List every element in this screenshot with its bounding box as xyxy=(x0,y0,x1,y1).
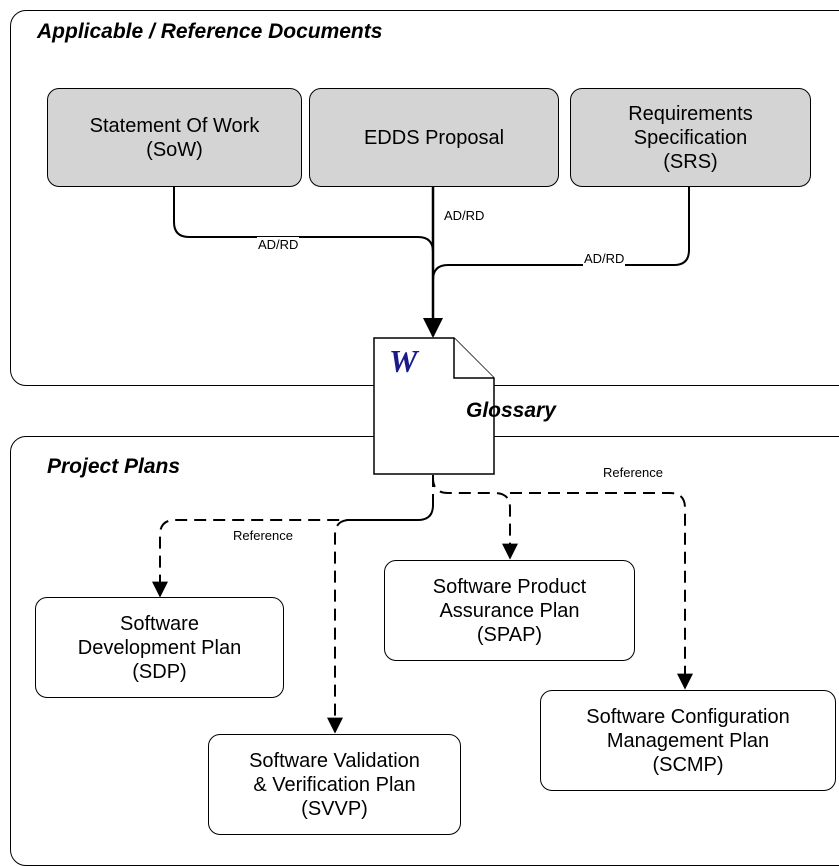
statement-of-work-box[interactable]: Statement Of Work (SoW) xyxy=(47,88,302,187)
edge-ref-spap xyxy=(432,475,518,560)
project-plans-title: Project Plans xyxy=(47,455,181,478)
glossary-label: Glossary xyxy=(466,399,556,422)
edge-srs-glossary xyxy=(432,187,690,281)
edge-label-reference-left: Reference xyxy=(233,528,293,543)
edds-proposal-box[interactable]: EDDS Proposal xyxy=(309,88,559,187)
edge-ref-scmp xyxy=(510,492,693,690)
scmp-box[interactable]: Software Configuration Management Plan (… xyxy=(540,690,836,791)
spap-line-1: Software Product xyxy=(432,575,587,598)
scmp-line-1: Software Configuration xyxy=(586,705,790,728)
spap-line-3: (SPAP) xyxy=(476,623,543,646)
spap-box[interactable]: Software Product Assurance Plan (SPAP) xyxy=(384,560,635,661)
requirements-specification-box[interactable]: Requirements Specification (SRS) xyxy=(570,88,811,187)
edge-sow-glossary xyxy=(173,187,434,253)
edge-label-sow: AD/RD xyxy=(257,237,300,252)
edge-label-srs: AD/RD xyxy=(583,251,626,266)
applicable-documents-title: Applicable / Reference Documents xyxy=(37,20,383,43)
srs-line-1: Requirements xyxy=(628,102,753,125)
word-document-icon: W xyxy=(389,343,418,379)
svvp-line-1: Software Validation xyxy=(249,749,420,772)
svvp-line-2: & Verification Plan xyxy=(253,773,416,796)
scmp-line-2: Management Plan xyxy=(606,729,770,752)
sdp-line-2: Development Plan xyxy=(77,636,242,659)
edge-ref-sdp xyxy=(152,475,434,598)
svvp-line-3: (SVVP) xyxy=(301,797,368,820)
edge-label-edds: AD/RD xyxy=(443,208,486,223)
edds-line-1: EDDS Proposal xyxy=(363,126,505,149)
sdp-box[interactable]: Software Development Plan (SDP) xyxy=(35,597,284,698)
srs-line-3: (SRS) xyxy=(663,150,718,173)
svvp-box[interactable]: Software Validation & Verification Plan … xyxy=(208,734,461,835)
edge-ref-svvp xyxy=(327,504,434,734)
sdp-line-1: Software xyxy=(120,612,199,635)
srs-line-2: Specification xyxy=(633,126,748,149)
edge-label-reference-right: Reference xyxy=(603,465,663,480)
scmp-line-3: (SCMP) xyxy=(652,753,724,776)
sow-line-2: (SoW) xyxy=(146,138,203,161)
spap-line-2: Assurance Plan xyxy=(439,599,580,622)
sow-line-1: Statement Of Work xyxy=(89,114,260,137)
sdp-line-3: (SDP) xyxy=(132,660,187,683)
